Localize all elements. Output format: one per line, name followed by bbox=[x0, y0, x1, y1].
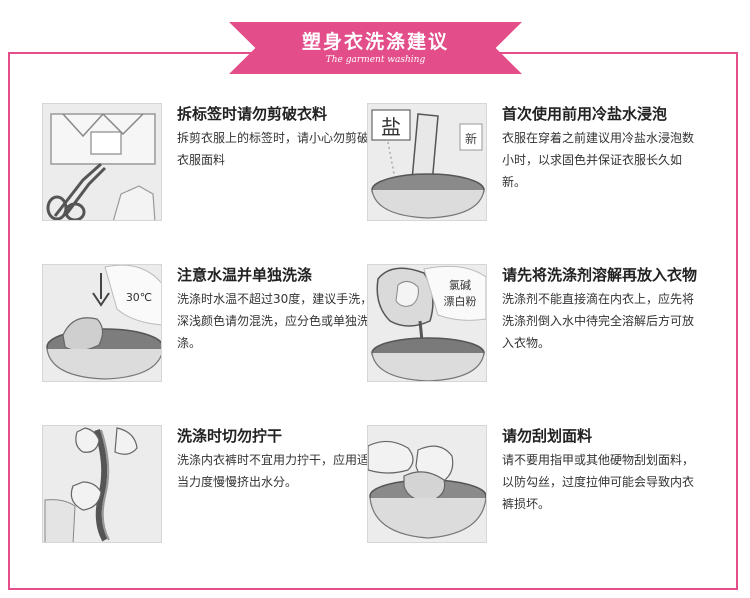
tip-description: 衣服在穿着之前建议用冷盐水浸泡数小时，以求固色并保证衣服长久如新。 bbox=[502, 131, 695, 189]
photo-dissolve-detergent: 氯碱 漂白粉 bbox=[367, 264, 487, 382]
tip-title: 请先将洗涤剂溶解再放入衣物 bbox=[502, 266, 698, 284]
new-tag-label: 新 bbox=[465, 131, 477, 146]
banner-subtitle: The garment washing bbox=[325, 55, 426, 65]
photo-hand-washing bbox=[367, 425, 487, 543]
header-banner: 塑身衣洗涤建议 The garment washing bbox=[229, 22, 522, 74]
salt-label: 盐 bbox=[381, 115, 401, 139]
tip-description: 洗涤剂不能直接滴在内衣上，应先将洗涤剂倒入水中待完全溶解后方可放入衣物。 bbox=[502, 292, 695, 350]
photo-salt-water: 盐 新 bbox=[367, 103, 487, 221]
tip-description: 洗涤时水温不超过30度，建议手洗，深浅颜色请勿混洗，应分色或单独洗涤。 bbox=[177, 292, 373, 350]
temperature-label: 30℃ bbox=[126, 291, 152, 304]
tip-title: 请勿刮划面料 bbox=[502, 427, 593, 445]
photo-squeezing-garment bbox=[42, 425, 162, 543]
tip-card-do-not-wring: 洗涤时切勿拧干 洗涤内衣裤时不宜用力拧干，应用适当力度慢慢挤出水分。 bbox=[42, 425, 372, 545]
tip-description: 请不要用指甲或其他硬物刮划面料，以防勾丝，过度拉伸可能会导致内衣裤损坏。 bbox=[502, 453, 695, 511]
tip-card-salt-soak: 盐 新 首次使用前用冷盐水浸泡 衣服在穿着之前建议用冷盐水浸泡数小时，以求固色并… bbox=[367, 103, 697, 223]
powder-label-line1: 氯碱 bbox=[449, 278, 471, 292]
tip-title: 拆标签时请勿剪破衣料 bbox=[177, 105, 328, 123]
tip-description: 拆剪衣服上的标签时，请小心勿剪破衣服面料 bbox=[177, 131, 370, 167]
banner-ribbon bbox=[229, 22, 522, 74]
tip-description: 洗涤内衣裤时不宜用力拧干，应用适当力度慢慢挤出水分。 bbox=[177, 453, 370, 489]
tip-card-remove-label: 拆标签时请勿剪破衣料 拆剪衣服上的标签时，请小心勿剪破衣服面料 bbox=[42, 103, 372, 223]
banner-title: 塑身衣洗涤建议 bbox=[301, 31, 449, 53]
tip-title: 首次使用前用冷盐水浸泡 bbox=[502, 105, 668, 123]
tip-title: 洗涤时切勿拧干 bbox=[177, 427, 283, 445]
photo-cutting-label bbox=[42, 103, 162, 221]
powder-label-line2: 漂白粉 bbox=[444, 294, 477, 308]
tip-card-water-temperature: 30℃ 注意水温并单独洗涤 洗涤时水温不超过30度，建议手洗，深浅颜色请勿混洗，… bbox=[42, 264, 372, 384]
tip-title: 注意水温并单独洗涤 bbox=[177, 266, 313, 284]
tip-card-dissolve-detergent: 氯碱 漂白粉 请先将洗涤剂溶解再放入衣物 洗涤剂不能直接滴在内衣上，应先将洗涤剂… bbox=[367, 264, 697, 384]
photo-water-temperature: 30℃ bbox=[42, 264, 162, 382]
tip-card-no-scratching: 请勿刮划面料 请不要用指甲或其他硬物刮划面料，以防勾丝，过度拉伸可能会导致内衣裤… bbox=[367, 425, 697, 545]
